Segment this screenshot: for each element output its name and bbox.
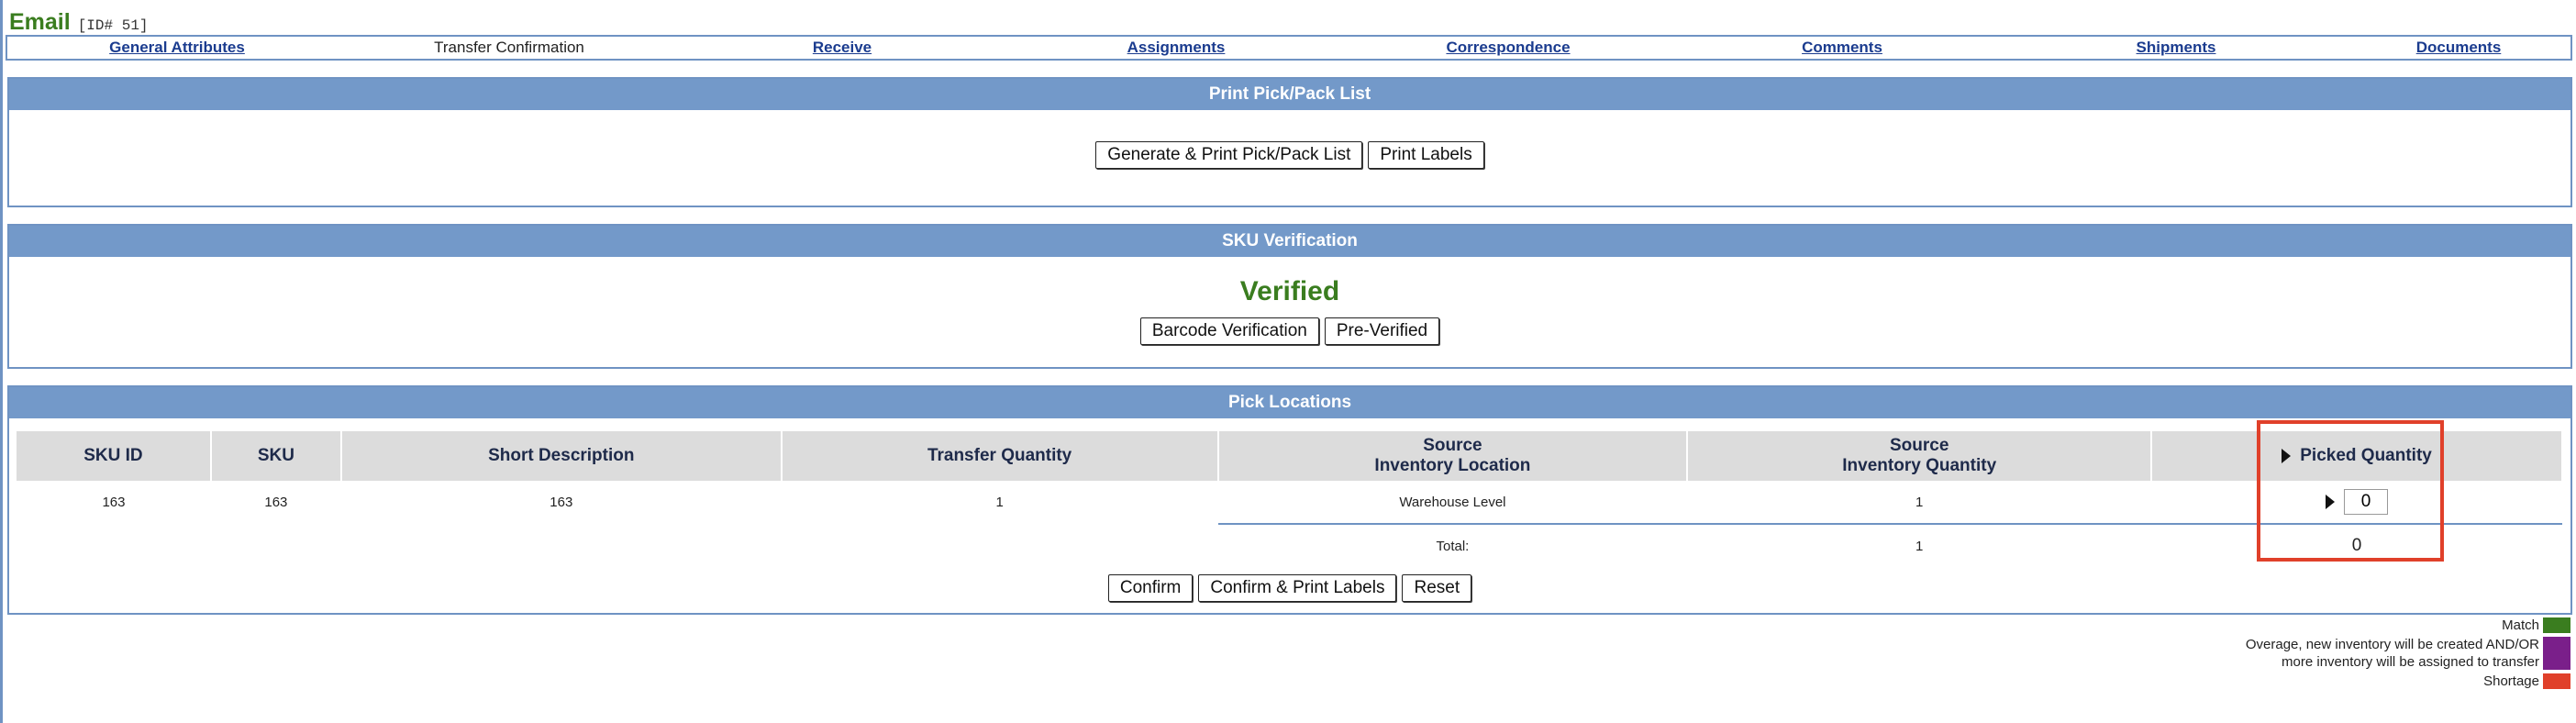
- legend-overage-label: Overage, new inventory will be created A…: [2246, 636, 2539, 671]
- color-legend: Match Overage, new inventory will be cre…: [2246, 617, 2570, 690]
- print-panel-header: Print Pick/Pack List: [9, 79, 2570, 110]
- col-picked-quantity[interactable]: Picked Quantity: [2151, 431, 2563, 481]
- legend-overage-line1: Overage, new inventory will be created A…: [2245, 637, 2539, 652]
- legend-match-label: Match: [2502, 617, 2539, 633]
- col-source-quantity-line2: Inventory Quantity: [1842, 456, 1997, 475]
- tab-general-attributes[interactable]: General Attributes: [109, 39, 245, 56]
- col-source-location-line2: Inventory Location: [1374, 456, 1531, 475]
- total-picked-quantity: 0: [2151, 523, 2562, 567]
- cell-source-location: Warehouse Level: [1399, 494, 1506, 510]
- sku-button-row: Barcode Verification Pre-Verified: [9, 317, 2570, 345]
- pick-panel-header: Pick Locations: [9, 387, 2570, 418]
- print-labels-button[interactable]: Print Labels: [1368, 141, 1484, 169]
- sku-panel-header: SKU Verification: [9, 226, 2570, 257]
- picked-quantity-input[interactable]: [2344, 489, 2389, 515]
- confirm-print-labels-button[interactable]: Confirm & Print Labels: [1198, 574, 1397, 602]
- pre-verified-button[interactable]: Pre-Verified: [1324, 317, 1440, 345]
- legend-overage-swatch: [2543, 637, 2570, 670]
- verification-status: Verified: [1239, 276, 1340, 306]
- legend-shortage-swatch: [2543, 673, 2570, 689]
- col-sku: SKU: [210, 431, 342, 481]
- record-title: Email: [9, 9, 71, 35]
- left-border: [0, 0, 3, 723]
- tab-documents[interactable]: Documents: [2415, 39, 2502, 56]
- row-expand-caret-icon[interactable]: [2326, 495, 2336, 509]
- tab-bar: General Attributes Transfer Confirmation…: [6, 35, 2572, 61]
- tab-transfer-confirmation[interactable]: Transfer Confirmation: [434, 39, 584, 56]
- cell-sku-id: 163: [102, 495, 126, 510]
- legend-overage-line2: more inventory will be assigned to trans…: [2282, 654, 2539, 670]
- reset-button[interactable]: Reset: [1402, 574, 1472, 602]
- col-short-description: Short Description: [340, 431, 783, 481]
- col-transfer-quantity: Transfer Quantity: [781, 431, 1219, 481]
- pick-locations-panel: Pick Locations SKU ID SKU Short Descript…: [7, 385, 2572, 615]
- expand-caret-icon[interactable]: [2282, 448, 2292, 463]
- col-source-location: Source Inventory Location: [1217, 431, 1689, 481]
- barcode-verification-button[interactable]: Barcode Verification: [1139, 317, 1319, 345]
- sku-verification-panel: SKU Verification Verified Barcode Verifi…: [7, 224, 2572, 369]
- total-source-quantity: 1: [1687, 523, 2152, 567]
- col-sku-id: SKU ID: [17, 431, 212, 481]
- col-source-quantity-line1: Source: [1890, 436, 1949, 455]
- print-button-row: Generate & Print Pick/Pack List Print La…: [9, 141, 2570, 169]
- pick-locations-table: SKU ID SKU Short Description Transfer Qu…: [17, 431, 2563, 567]
- cell-sku: 163: [264, 495, 288, 510]
- cell-transfer-quantity: 1: [995, 495, 1004, 510]
- col-picked-quantity-label: Picked Quantity: [2300, 446, 2432, 465]
- tab-comments[interactable]: Comments: [1802, 39, 1882, 56]
- cell-picked-quantity: [2151, 481, 2562, 524]
- tab-assignments[interactable]: Assignments: [1127, 39, 1226, 56]
- legend-overage: Overage, new inventory will be created A…: [2246, 636, 2570, 671]
- record-title-row: Email [ID# 51]: [9, 9, 149, 37]
- cell-short-description: 163: [550, 495, 573, 510]
- legend-match: Match: [2246, 617, 2570, 634]
- cell-source-quantity: 1: [1915, 494, 1924, 510]
- legend-shortage: Shortage: [2246, 673, 2570, 690]
- tab-shipments[interactable]: Shipments: [2136, 39, 2216, 56]
- legend-shortage-label: Shortage: [2483, 673, 2539, 689]
- record-id: [ID# 51]: [77, 17, 149, 34]
- print-pick-pack-panel: Print Pick/Pack List Generate & Print Pi…: [7, 77, 2572, 207]
- table-row: 163 163 163 1 Warehouse Level 1: [17, 481, 2562, 524]
- table-header-row: SKU ID SKU Short Description Transfer Qu…: [17, 431, 2563, 481]
- tab-receive[interactable]: Receive: [812, 39, 872, 56]
- col-source-quantity: Source Inventory Quantity: [1687, 431, 2153, 481]
- total-label: Total:: [1217, 523, 1688, 567]
- confirm-button[interactable]: Confirm: [1107, 574, 1194, 602]
- legend-match-swatch: [2543, 617, 2570, 633]
- pick-button-row: Confirm Confirm & Print Labels Reset: [9, 574, 2570, 602]
- total-row: Total: 1 0: [17, 523, 2562, 567]
- tab-correspondence[interactable]: Correspondence: [1446, 39, 1571, 56]
- col-source-location-line1: Source: [1423, 436, 1482, 455]
- generate-print-pick-pack-button[interactable]: Generate & Print Pick/Pack List: [1095, 141, 1363, 169]
